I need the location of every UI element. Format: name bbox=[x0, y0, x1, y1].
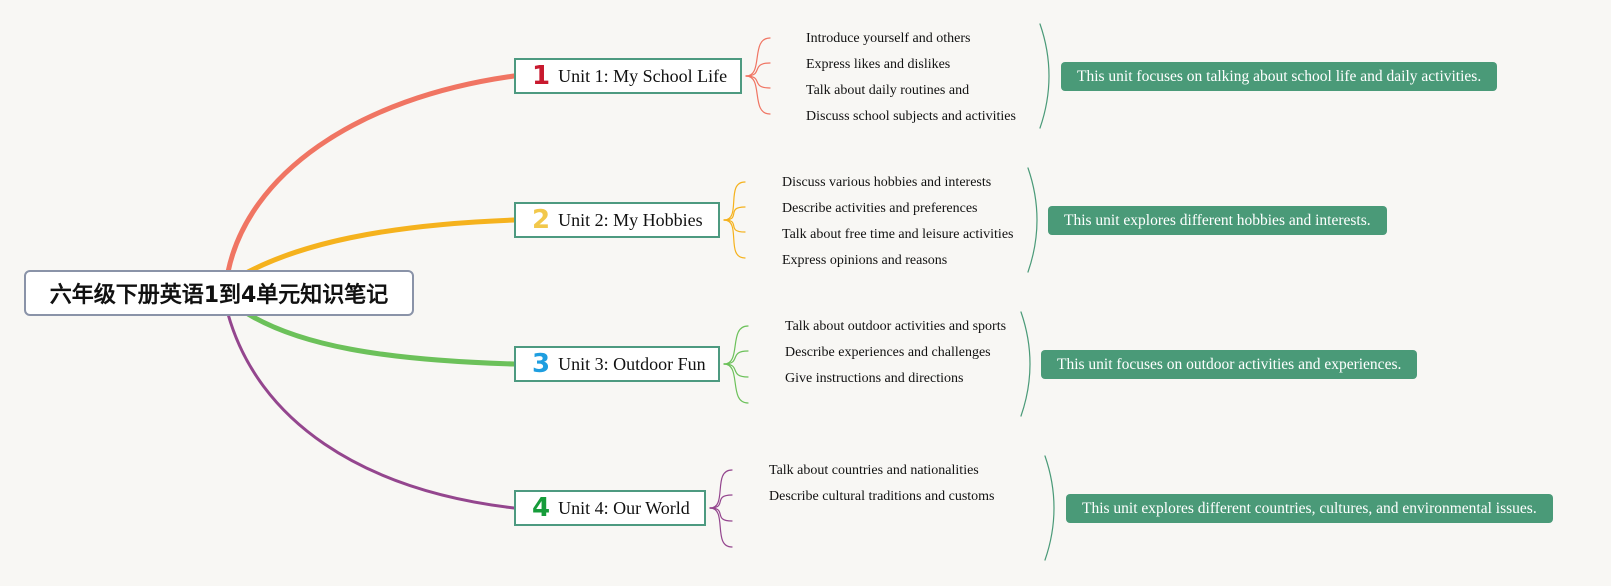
main-branch bbox=[245, 217, 517, 275]
subtopic-connector bbox=[709, 507, 733, 522]
subtopic-connector bbox=[723, 219, 746, 233]
subtopic-item[interactable]: Talk about countries and nationalities bbox=[769, 463, 979, 478]
subtopic-item[interactable]: Talk about daily routines and bbox=[806, 83, 970, 98]
summary-bracket bbox=[1020, 311, 1031, 417]
unit-1-node[interactable]: 1 Unit 1: My School Life bbox=[514, 58, 742, 94]
number-1-icon: 1 bbox=[532, 61, 551, 91]
subtopic-item[interactable]: Describe cultural traditions and customs bbox=[769, 489, 995, 504]
unit-4-summary[interactable]: This unit explores different countries, … bbox=[1066, 494, 1553, 523]
subtopic-item[interactable]: Introduce yourself and others bbox=[806, 31, 971, 46]
subtopic-connector bbox=[745, 75, 771, 89]
subtopic-item[interactable]: Express likes and dislikes bbox=[806, 57, 951, 72]
unit-title: Unit 1: My School Life bbox=[558, 65, 728, 86]
unit-title: Unit 2: My Hobbies bbox=[558, 209, 703, 230]
unit-4-node[interactable]: 4 Unit 4: Our World bbox=[514, 490, 706, 526]
subtopic-item[interactable]: Describe experiences and challenges bbox=[785, 345, 991, 360]
subtopic-connector bbox=[723, 325, 749, 365]
unit-3-summary[interactable]: This unit focuses on outdoor activities … bbox=[1041, 350, 1418, 379]
subtopic-connector bbox=[723, 206, 746, 221]
summary-bracket bbox=[1027, 167, 1038, 273]
unit-title: Unit 4: Our World bbox=[558, 497, 690, 518]
subtopic-item[interactable]: Talk about free time and leisure activit… bbox=[782, 227, 1014, 242]
subtopic-item[interactable]: Express opinions and reasons bbox=[782, 253, 948, 268]
subtopic-connector bbox=[745, 75, 771, 115]
number-4-icon: 4 bbox=[532, 493, 551, 523]
subtopic-item[interactable]: Give instructions and directions bbox=[785, 371, 964, 386]
number-2-icon: 2 bbox=[532, 205, 551, 235]
main-branch bbox=[226, 312, 516, 510]
unit-title: Unit 3: Outdoor Fun bbox=[558, 353, 706, 374]
subtopic-connector bbox=[709, 507, 733, 548]
root-topic[interactable]: 六年级下册英语1到4单元知识笔记 bbox=[24, 270, 414, 316]
summary-bracket bbox=[1039, 23, 1050, 129]
subtopic-item[interactable]: Talk about outdoor activities and sports bbox=[785, 319, 1007, 334]
number-3-icon: 3 bbox=[532, 349, 551, 379]
summary-bracket bbox=[1044, 455, 1055, 561]
subtopic-item[interactable]: Discuss various hobbies and interests bbox=[782, 175, 992, 190]
subtopic-connector bbox=[709, 469, 733, 509]
unit-2-node[interactable]: 2 Unit 2: My Hobbies bbox=[514, 202, 720, 238]
unit-2-summary[interactable]: This unit explores different hobbies and… bbox=[1048, 206, 1387, 235]
subtopic-connector bbox=[723, 363, 749, 378]
subtopic-connector bbox=[745, 37, 771, 77]
subtopic-item[interactable]: Discuss school subjects and activities bbox=[806, 109, 1016, 124]
main-branch bbox=[245, 311, 517, 367]
subtopic-connector bbox=[723, 350, 749, 365]
subtopic-connector bbox=[723, 181, 746, 221]
unit-1-summary[interactable]: This unit focuses on talking about schoo… bbox=[1061, 62, 1498, 91]
subtopic-item[interactable]: Describe activities and preferences bbox=[782, 201, 978, 216]
subtopic-connector bbox=[723, 363, 749, 404]
subtopic-connector bbox=[723, 219, 746, 259]
main-branch bbox=[225, 73, 517, 275]
subtopic-connector bbox=[745, 62, 771, 77]
subtopic-connector bbox=[709, 494, 733, 509]
unit-3-node[interactable]: 3 Unit 3: Outdoor Fun bbox=[514, 346, 720, 382]
